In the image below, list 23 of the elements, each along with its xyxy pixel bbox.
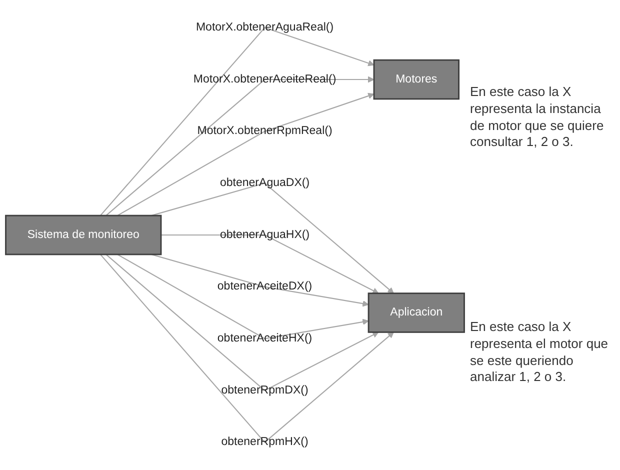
edge-label: obtenerAguaHX() [220, 228, 310, 241]
edge-label: obtenerRpmDX() [221, 384, 308, 396]
arrow [100, 254, 394, 444]
edge-label: MotorX.obtenerAceiteReal() [193, 73, 336, 86]
edge-label: MotorX.obtenerRpmReal() [197, 124, 332, 138]
arrow [161, 234, 379, 294]
edge-label: obtenerAguaDX() [220, 176, 310, 189]
arrow [106, 76, 374, 216]
edge-label: obtenerAceiteDX() [217, 280, 312, 293]
arrow [106, 254, 379, 392]
note-text: En este caso la X representa la instancia de motor que se quiere consultar 1, 2 o 3. [470, 84, 605, 152]
node-box: Motores [373, 59, 460, 100]
arrow [151, 182, 394, 294]
node-box: Sistema de monitoreo [5, 214, 162, 256]
node-box: Aplicacion [368, 292, 465, 333]
note-text: En este caso la X representa el motor que se este queriendo analizar 1, 2 o 3. [470, 318, 610, 386]
edge-label: MotorX.obtenerAguaReal() [196, 21, 334, 34]
arrow [117, 254, 369, 340]
arrow [100, 27, 374, 216]
arrow [117, 92, 374, 216]
edge-label: obtenerRpmHX() [221, 436, 308, 448]
arrow [151, 254, 369, 307]
edge-label: obtenerAceiteHX() [217, 332, 312, 344]
